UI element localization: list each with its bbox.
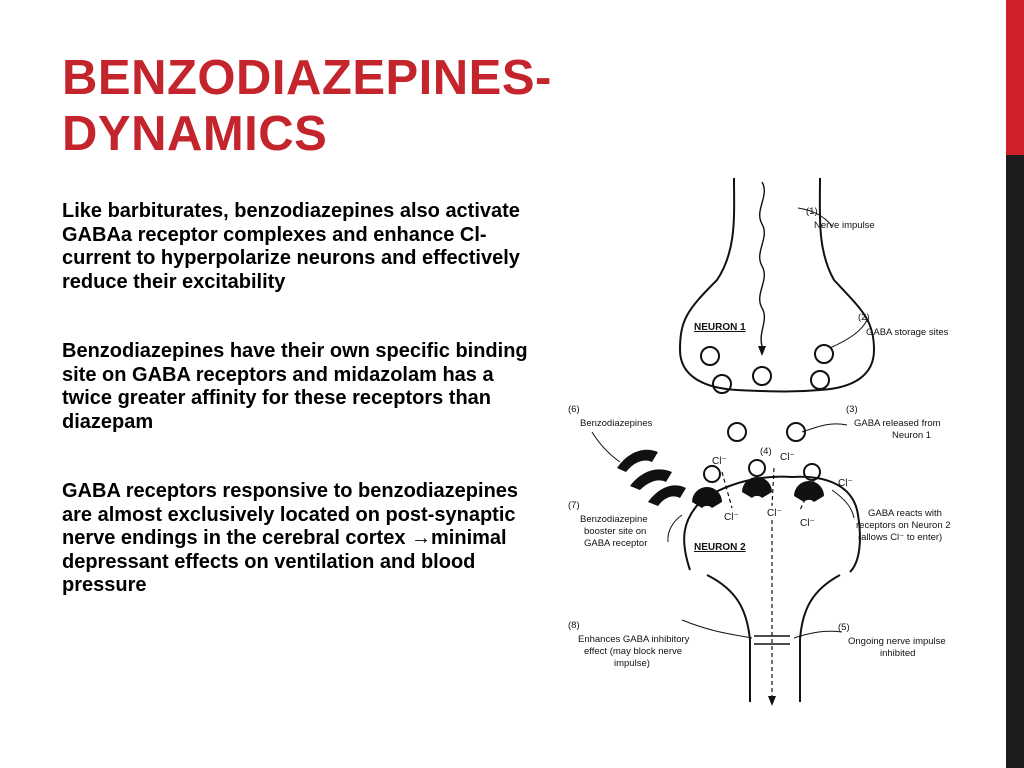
gaba-receptors [692, 477, 824, 508]
neuron-2-axon [706, 574, 841, 702]
label-8-text: Enhances GABA inhibitory [578, 634, 690, 645]
label-3-text: Neuron 1 [892, 430, 931, 441]
label-4-number: (4) [760, 446, 772, 457]
gaba-reacts-text: GABA reacts with [868, 508, 942, 519]
gaba-synapse-diagram: NEURON 1 NEURON 2 Cl⁻ Cl⁻ Cl⁻ Cl⁻ Cl⁻ Cl… [568, 177, 951, 706]
label-7-number: (7) [568, 500, 580, 511]
gaba-reacts-text: receptors on Neuron 2 [856, 520, 951, 531]
label-6-text: Benzodiazepines [580, 418, 653, 429]
impulse-arrowhead [758, 346, 766, 356]
label-1-text: Nerve impulse [814, 220, 875, 231]
cl-label: Cl⁻ [800, 518, 815, 529]
label-8-number: (8) [568, 620, 580, 631]
neuron-1-label: NEURON 1 [694, 322, 746, 333]
label-5-number: (5) [838, 622, 850, 633]
gaba-molecules [700, 344, 834, 483]
title-line-1: BENZODIAZEPINES- [62, 51, 552, 105]
gaba-reacts-text: (allows Cl⁻ to enter) [858, 532, 942, 543]
body-text: Like barbiturates, benzodiazepines also … [62, 200, 532, 644]
paragraph-3-part-2: minimal depressant effects on ventilatio… [62, 527, 507, 596]
label-leaders [591, 207, 868, 639]
paragraph-2: Benzodiazepines have their own specific … [62, 340, 528, 433]
arrowheads [768, 696, 776, 706]
neuron-2-outline [683, 475, 861, 573]
label-3-number: (3) [846, 404, 858, 415]
label-2-number: (2) [858, 312, 870, 323]
cl-label: Cl⁻ [724, 512, 739, 523]
cl-label: Cl⁻ [712, 456, 727, 467]
accent-bar-bottom [1006, 155, 1024, 768]
paragraph-3-part-1: GABA receptors responsive to benzodiazep… [62, 480, 519, 549]
label-5-text: Ongoing nerve impulse [848, 636, 946, 647]
paragraph-3: GABA receptors responsive to benzodiazep… [62, 480, 532, 598]
label-7-text: booster site on [584, 526, 646, 537]
benzodiazepine-molecules [617, 449, 686, 506]
label-3-text: GABA released from [854, 418, 941, 429]
cl-label: Cl⁻ [838, 478, 853, 489]
title-line-2: DYNAMICS [62, 107, 328, 161]
neuron-1-outline [678, 177, 876, 393]
label-1-number: (1) [806, 206, 818, 217]
label-8-text: effect (may block nerve [584, 646, 682, 657]
nerve-impulse-path [759, 181, 766, 347]
slide-title: BENZODIAZEPINES- DYNAMICS [62, 50, 662, 162]
label-8-text: impulse) [614, 658, 650, 669]
label-2-text: GABA storage sites [866, 327, 949, 338]
label-5-text: inhibited [880, 648, 915, 659]
neuron-2-label: NEURON 2 [694, 542, 746, 553]
accent-bar-top [1006, 0, 1024, 155]
label-6-number: (6) [568, 404, 580, 415]
inhibition-marker [754, 635, 790, 645]
chloride-flow-arrows [721, 467, 815, 700]
cl-label: Cl⁻ [767, 508, 782, 519]
label-7-text: Benzodiazepine [580, 514, 648, 525]
cl-label: Cl⁻ [780, 452, 795, 463]
paragraph-1: Like barbiturates, benzodiazepines also … [62, 200, 520, 293]
arrow-right-icon: → [411, 527, 432, 549]
label-7-text: GABA receptor [584, 538, 647, 549]
